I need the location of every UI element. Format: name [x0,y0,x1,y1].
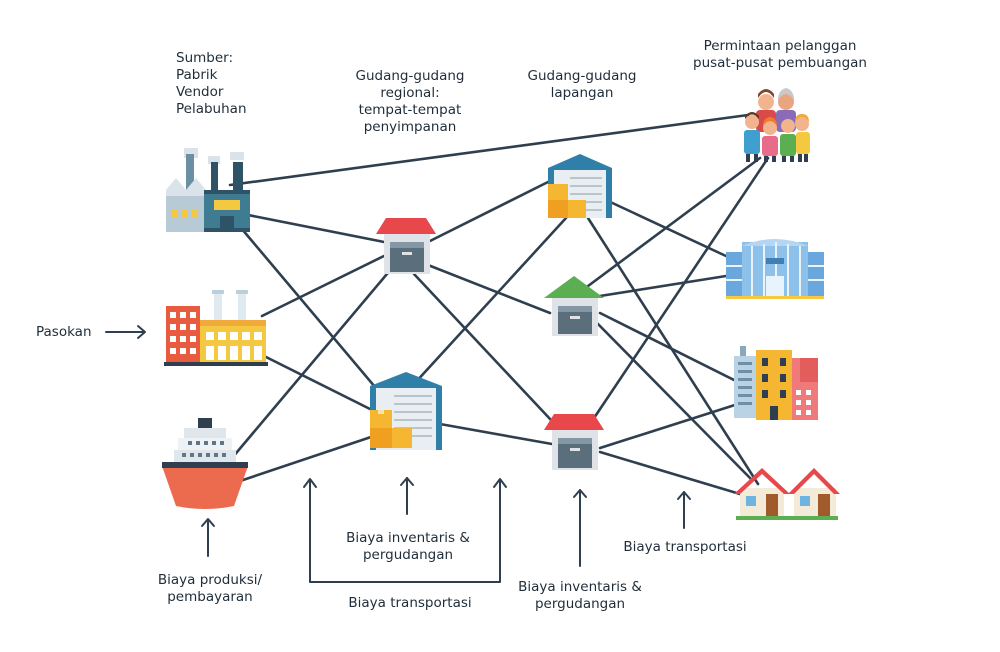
network-lines [228,113,770,496]
line-field3-houses [598,450,742,496]
line-field3-customers [580,156,770,438]
inventory-cost-label-2-line2: pergudangan [534,596,626,612]
line-field3-city [598,402,740,450]
line-regional1-field1 [428,178,554,243]
sources-factory-label: Pabrik [176,67,218,83]
transport-cost-bracket-arrow [303,478,507,583]
transport-cost-arrow-2 [677,491,691,529]
inventory-cost-arrow-2 [573,489,587,567]
supply-label: Pasokan [36,324,92,340]
line-field2-customers [578,156,762,294]
regional-heading-line4: penyimpanan [363,119,457,135]
regional-heading-line3: tempat-tempat [358,102,462,118]
line-ship-regional1 [230,266,394,460]
production-cost-label-line1: Biaya produksi/ [157,572,263,588]
warehouse-green-roof-icon [544,276,604,336]
line-field2-mall [598,274,728,298]
line-field2-city [598,311,746,387]
vendor-building-icon [164,290,268,366]
factory-icon [166,148,250,232]
inventory-cost-label-1-line2: pergudangan [362,547,454,563]
line-factory-regional1 [236,211,386,244]
mall-icon [726,239,824,299]
arrows [105,325,691,583]
supply-arrow [105,325,146,339]
regional-heading-line2: regional: [380,85,440,101]
line-regional1-field3 [412,272,568,438]
field-heading-line2: lapangan [550,85,614,101]
production-cost-label-line2: pembayaran [167,589,253,605]
line-vendor-regional2 [260,353,378,414]
transport-cost-label-1: Biaya transportasi [348,595,472,611]
line-ship-regional2 [238,434,376,483]
demand-heading-line2: pusat-pusat pembuangan [693,55,867,71]
houses-icon [734,468,840,520]
people-group-icon [744,88,810,162]
ship-icon [162,418,248,509]
line-regional2-field3 [438,422,554,446]
transport-cost-label-2: Biaya transportasi [623,539,747,555]
line-field1-houses [586,216,760,486]
city-buildings-icon [734,346,818,420]
warehouse-red-roof-icon [544,414,604,470]
sources-vendor-label: Vendor [176,84,224,100]
warehouse-boxes-icon [548,154,612,218]
line-regional2-field1 [412,216,568,386]
line-factory-customers [228,113,750,187]
line-vendor-regional1 [260,254,386,318]
warehouse-boxes-icon [370,372,442,450]
regional-heading-line1: Gudang-gudang [355,68,465,84]
inventory-cost-arrow-1 [400,477,414,515]
inventory-cost-label-1-line1: Biaya inventaris & [346,530,470,546]
sources-port-label: Pelabuhan [176,101,247,117]
line-factory-regional2 [234,220,388,402]
inventory-cost-label-2-line1: Biaya inventaris & [518,579,642,595]
production-cost-arrow [201,518,215,557]
demand-heading-line1: Permintaan pelanggan [703,38,857,54]
line-regional1-field2 [426,263,552,315]
warehouse-red-roof-icon [376,218,436,274]
sources-heading: Sumber: [176,50,234,66]
field-heading-line1: Gudang-gudang [527,68,637,84]
line-field2-houses [594,320,754,482]
